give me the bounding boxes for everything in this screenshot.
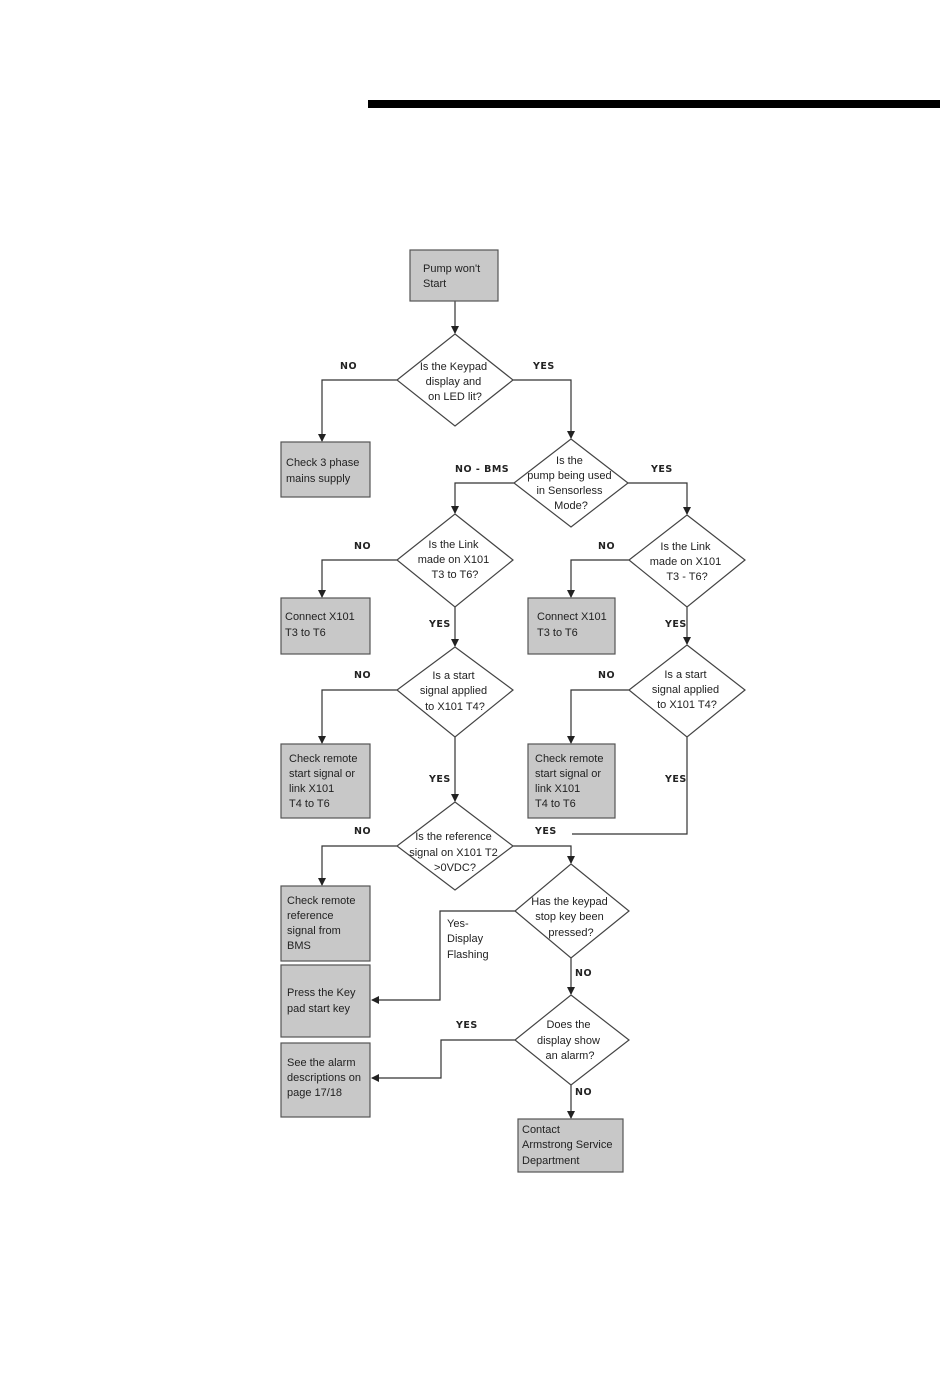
check-remote-left-text: Check remote start signal or link X101 T… (289, 753, 361, 810)
keypad-decision (396, 333, 514, 427)
see-alarm-box (280, 1042, 371, 1118)
stop-key-decision (514, 863, 630, 959)
connect-right-text: Connect X101 T3 to T6 (537, 611, 610, 639)
start-box (409, 249, 499, 302)
press-start-box (280, 964, 371, 1038)
label-yes-start-right: YES (664, 774, 687, 785)
start-signal-left-decision (396, 646, 514, 738)
label-yes-link-right: YES (664, 619, 687, 630)
reference-text: Is the reference signal on X101 T2 >0VDC… (409, 831, 501, 874)
check-remote-right-text: Check remote start signal or link X101 T… (535, 753, 607, 810)
label-no-keypad: NO (340, 361, 357, 372)
keypad-text: Is the Keypad display and on LED lit? (420, 361, 490, 403)
label-no-stop-key: NO (575, 968, 592, 979)
contact-text: Contact Armstrong Service Department (522, 1124, 616, 1167)
link-right-text: Is the Link made on X101 T3 - T6? (650, 541, 725, 583)
check-mains-text: Check 3 phase mains supply (286, 457, 362, 485)
alarm-text: Does the display show an alarm? (537, 1019, 603, 1062)
start-signal-right-text: Is a start signal applied to X101 T4? (652, 669, 722, 711)
contact-box (517, 1118, 624, 1173)
check-remote-right-box (527, 743, 616, 819)
header-rule (368, 100, 940, 108)
label-no-start-left: NO (354, 670, 371, 681)
label-yes-keypad: YES (532, 361, 555, 372)
connect-left-box (280, 597, 371, 655)
label-no-reference: NO (354, 826, 371, 837)
reference-decision (396, 801, 514, 891)
check-reference-text: Check remote reference signal from BMS (287, 895, 359, 952)
check-remote-left-box (280, 743, 371, 819)
connectors (318, 301, 691, 1119)
sensorless-text: Is the pump being used in Sensorless Mod… (527, 455, 614, 512)
press-start-text: Press the Key pad start key (287, 987, 359, 1015)
connect-right-box (527, 597, 616, 655)
stop-key-text: Has the keypad stop key been pressed? (531, 896, 611, 939)
check-reference-box (280, 885, 371, 962)
label-no-bms: NO - BMS (455, 464, 509, 475)
link-left-text: Is the Link made on X101 T3 to T6? (418, 539, 493, 581)
start-signal-left-text: Is a start signal applied to X101 T4? (420, 670, 490, 713)
label-yes-display-flashing: Yes- Display Flashing (447, 918, 489, 961)
start-text: Pump won't Start (423, 263, 483, 290)
label-no-start-right: NO (598, 670, 615, 681)
check-mains-box (280, 441, 371, 498)
label-yes-start-left: YES (428, 774, 451, 785)
link-left-decision (396, 513, 514, 608)
label-no-alarm: NO (575, 1087, 592, 1098)
label-no-link-right: NO (598, 541, 615, 552)
alarm-decision (514, 994, 630, 1086)
label-yes-sensorless: YES (650, 464, 673, 475)
start-signal-right-decision (628, 644, 746, 738)
see-alarm-text: See the alarm descriptions on page 17/18 (287, 1057, 364, 1099)
label-yes-link-left: YES (428, 619, 451, 630)
label-no-link-left: NO (354, 541, 371, 552)
label-yes-reference: YES (534, 826, 557, 837)
link-right-decision (628, 514, 746, 608)
connect-left-text: Connect X101 T3 to T6 (285, 611, 358, 639)
label-yes-alarm: YES (455, 1020, 478, 1031)
sensorless-decision (513, 438, 629, 528)
